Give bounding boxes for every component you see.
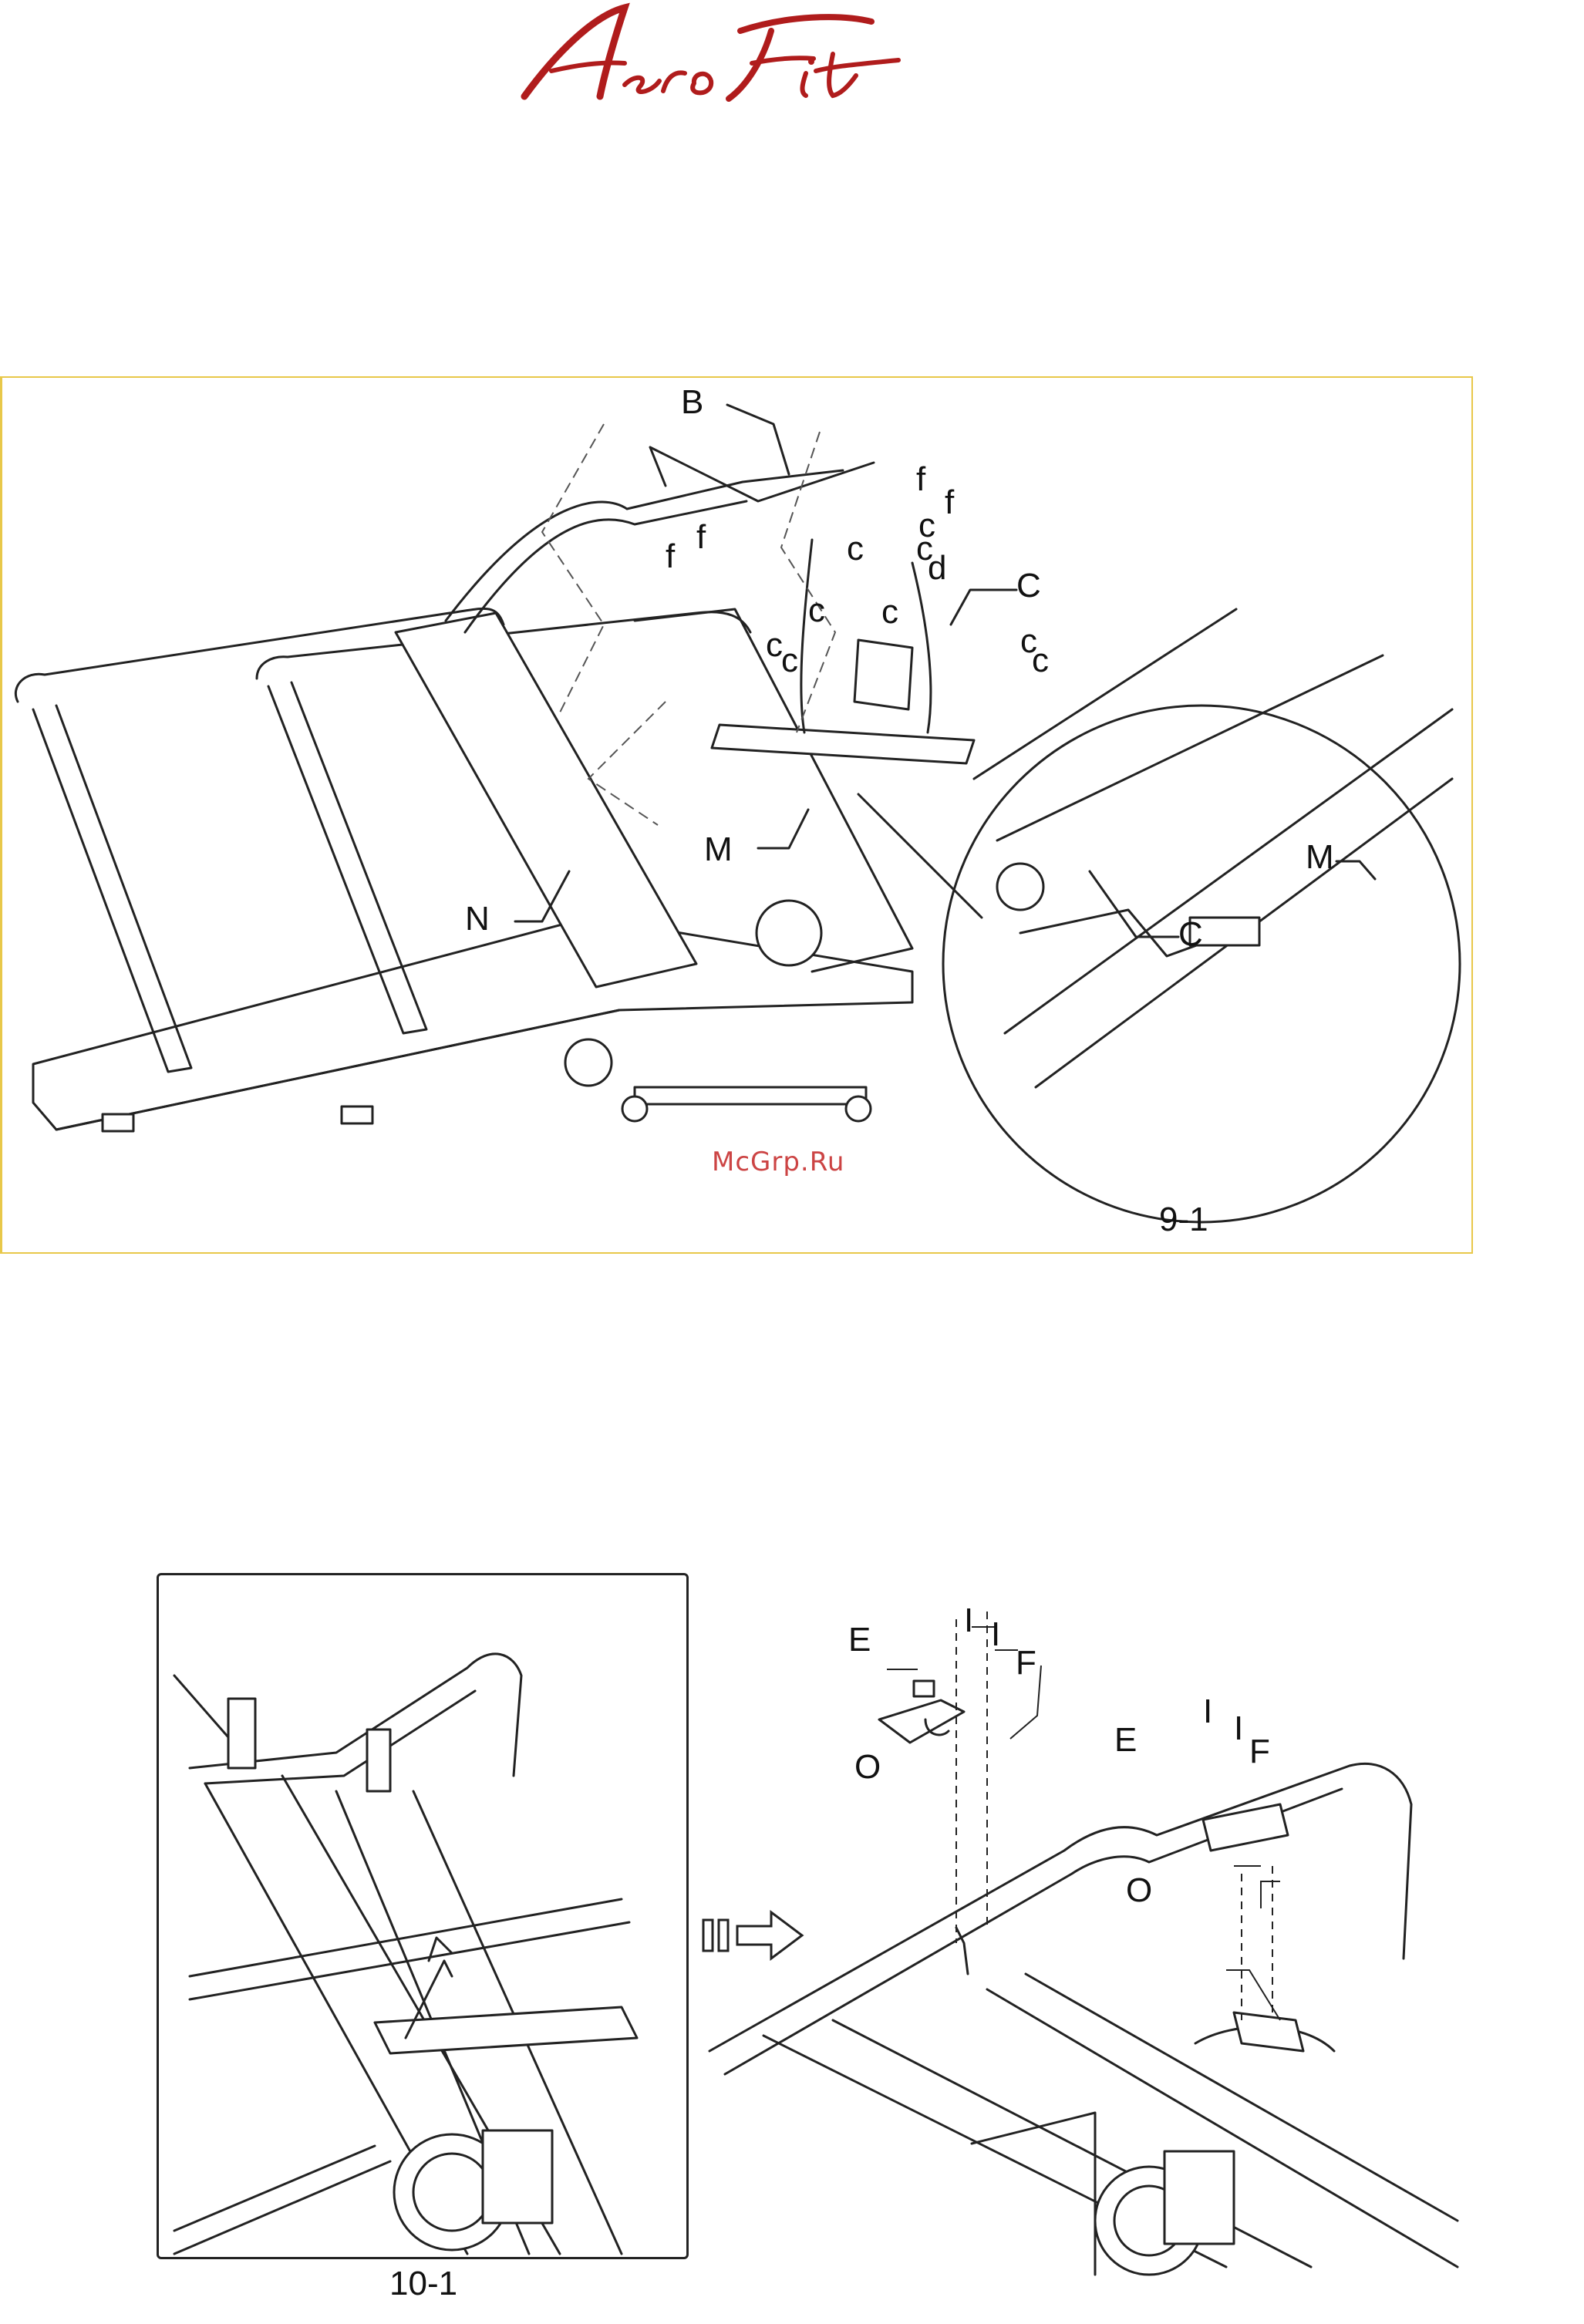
pulse-sensor-drawing — [159, 1575, 689, 2259]
label-f2: f — [945, 486, 954, 520]
label-f1: F — [1016, 1646, 1036, 1680]
figure-9-1: B C d C M M N c c c c c c c c c f f f f … — [0, 376, 1473, 1254]
label-n: N — [465, 902, 490, 936]
handrail-assembly-drawing — [694, 1558, 1465, 2298]
label-f4: f — [696, 520, 706, 554]
label-c-detail: C — [1178, 918, 1203, 951]
label-f1: f — [916, 463, 925, 497]
label-e1: E — [848, 1623, 871, 1657]
watermark: McGrp.Ru — [712, 1149, 844, 1175]
label-i2: I — [991, 1618, 1000, 1652]
aerofit-logo — [509, 0, 910, 116]
figure-9-1-caption: 9-1 — [1159, 1203, 1208, 1237]
figure-10-1-caption: 10-1 — [389, 2267, 457, 2301]
label-o2: O — [1126, 1874, 1152, 1908]
label-i1: I — [964, 1604, 973, 1638]
label-c9: c — [918, 509, 935, 543]
label-c8: c — [1032, 644, 1049, 678]
label-i3: I — [1203, 1695, 1212, 1729]
label-e2: E — [1114, 1723, 1137, 1757]
label-c6: c — [781, 644, 798, 678]
treadmill-assembly-drawing — [2, 378, 1475, 1255]
label-o1: O — [854, 1750, 881, 1784]
label-f3: f — [666, 540, 675, 574]
label-c4: c — [881, 595, 898, 629]
figure-10-1-detail-box — [157, 1573, 689, 2259]
label-c5: c — [766, 628, 783, 662]
figure-10-1-assembly: E F O I I E F O I I — [694, 1558, 1465, 2298]
label-m-main: M — [704, 833, 733, 867]
label-f2: F — [1249, 1735, 1270, 1769]
label-i4: I — [1234, 1712, 1243, 1746]
label-c3: c — [808, 594, 825, 628]
label-m-detail: M — [1306, 840, 1334, 874]
label-c1: c — [847, 532, 864, 566]
label-b: B — [681, 386, 703, 419]
label-c-upright: C — [1016, 569, 1041, 603]
aerofit-logo-mark — [509, 0, 910, 116]
